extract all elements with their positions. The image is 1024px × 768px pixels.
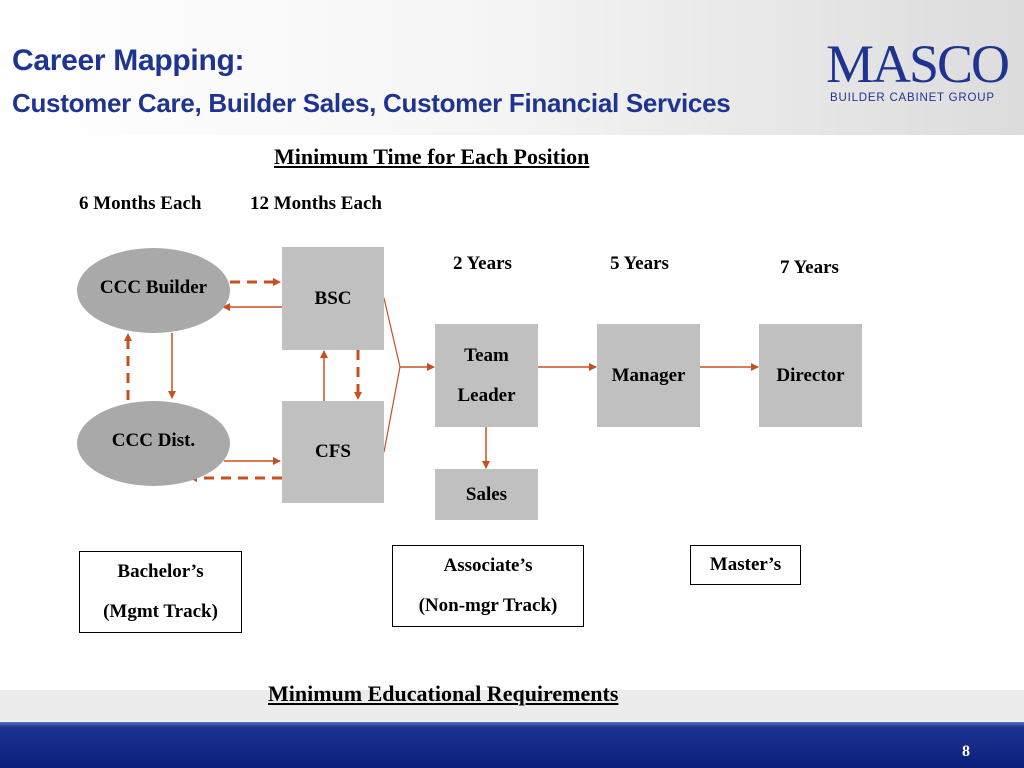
merge-line-cfs [383,366,401,453]
edu-bachelors-line1: Bachelor’s [117,561,204,582]
node-bsc: BSC [282,247,384,350]
node-director-label: Director [776,364,845,386]
node-ccc-dist: CCC Dist. [77,401,230,486]
edu-masters: Master’s [690,545,801,585]
merge-line-bsc [383,297,401,368]
edu-masters-line1: Master’s [709,554,782,575]
node-team-leader-label-2: Leader [457,384,516,406]
edu-bachelors-line2: (Mgmt Track) [103,601,218,622]
node-sales: Sales [435,469,538,520]
edu-bachelors: Bachelor’s (Mgmt Track) [79,551,242,633]
node-ccc-dist-label: CCC Dist. [111,429,196,451]
node-bsc-label: BSC [314,287,352,309]
node-team-leader: Team Leader [435,324,538,427]
label-12-months: 12 Months Each [250,193,382,214]
footer-bar [0,722,1024,768]
node-manager: Manager [597,324,700,427]
slide-header: Career Mapping: Customer Care, Builder S… [0,0,1024,135]
heading-minimum-time: Minimum Time for Each Position [274,144,590,169]
label-6-months: 6 Months Each [79,193,202,214]
heading-education: Minimum Educational Requirements [268,681,619,706]
node-ccc-builder: CCC Builder [77,248,230,333]
masco-logo-tagline: BUILDER CABINET GROUP [830,92,995,104]
node-cfs-label: CFS [315,441,351,462]
label-2-years: 2 Years [453,253,512,274]
slide-title: Career Mapping: [12,44,245,77]
label-5-years: 5 Years [610,253,669,274]
footer-band [0,690,1024,722]
page-number: 8 [962,743,970,760]
node-sales-label: Sales [465,483,508,505]
node-ccc-builder-label: CCC Builder [99,276,208,298]
edu-associates-line1: Associate’s [443,555,533,576]
node-director: Director [759,324,862,427]
node-cfs: CFS [282,401,384,503]
node-manager-label: Manager [611,364,686,386]
label-7-years: 7 Years [780,257,839,278]
masco-logo: MASCO [826,34,1010,94]
edu-associates: Associate’s (Non-mgr Track) [392,545,584,627]
edu-associates-line2: (Non-mgr Track) [418,595,558,616]
slide-subtitle: Customer Care, Builder Sales, Customer F… [12,88,731,118]
node-team-leader-label-1: Team [464,344,509,366]
